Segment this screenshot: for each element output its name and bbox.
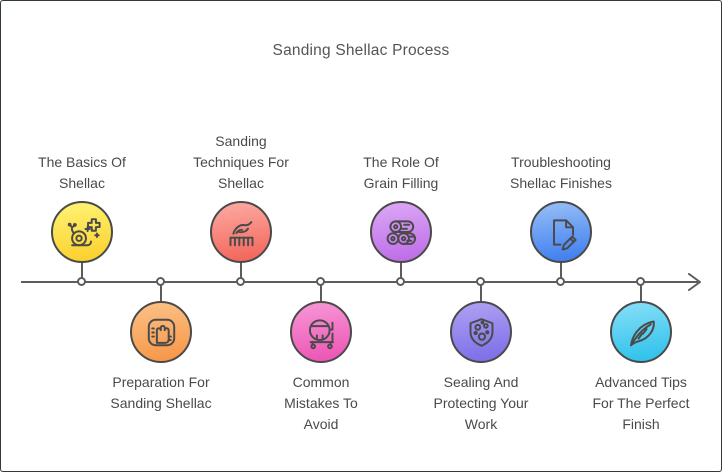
node-connector: [400, 262, 402, 282]
timeline-dot: [476, 277, 485, 286]
timeline-node: Preparation For Sanding Shellac: [81, 1, 241, 471]
node-label: The Basics Of Shellac: [38, 154, 126, 191]
snail-plus-icon: [64, 214, 101, 251]
node-connector: [81, 262, 83, 282]
node-label: Preparation For Sanding Shellac: [110, 374, 212, 411]
node-connector: [560, 262, 562, 282]
node-label: Sanding Techniques For Shellac: [193, 133, 289, 191]
hand-sanding-pad-icon: [143, 314, 180, 351]
node-circle: [610, 301, 672, 363]
timeline-dot: [77, 277, 86, 286]
page-title: Sanding Shellac Process: [272, 42, 450, 59]
timeline-node: The Basics Of Shellac: [2, 1, 162, 471]
document-pencil-icon: [543, 214, 580, 251]
timeline-dot: [396, 277, 405, 286]
timeline-dot: [156, 277, 165, 286]
node-label: The Role Of Grain Filling: [363, 154, 439, 191]
node-circle: [290, 301, 352, 363]
timeline-node: Sanding Techniques For Shellac: [161, 1, 321, 471]
node-connector: [240, 262, 242, 282]
shield-dots-icon: [463, 314, 500, 351]
hand-comb-icon: [223, 214, 260, 251]
timeline-line: [21, 281, 698, 283]
timeline-node: Sealing And Protecting Your Work: [401, 1, 561, 471]
node-connector: [640, 282, 642, 302]
node-circle: [370, 201, 432, 263]
cement-mixer-icon: [303, 314, 340, 351]
node-connector: [160, 282, 162, 302]
timeline-dot: [636, 277, 645, 286]
node-label: Sealing And Protecting Your Work: [433, 374, 529, 432]
wood-logs-icon: [383, 214, 420, 251]
timeline-dot: [556, 277, 565, 286]
feather-icon: [623, 314, 660, 351]
timeline-dot: [236, 277, 245, 286]
timeline-node: The Role Of Grain Filling: [321, 1, 481, 471]
node-circle: [51, 201, 113, 263]
node-circle: [530, 201, 592, 263]
timeline-dot: [316, 277, 325, 286]
node-label: Troubleshooting Shellac Finishes: [510, 154, 612, 191]
node-circle: [130, 301, 192, 363]
node-label: Advanced Tips For The Perfect Finish: [592, 374, 690, 432]
node-label: Common Mistakes To Avoid: [284, 374, 358, 432]
node-circle: [450, 301, 512, 363]
timeline-node: Common Mistakes To Avoid: [241, 1, 401, 471]
timeline-node: Advanced Tips For The Perfect Finish: [561, 1, 721, 471]
node-connector: [320, 282, 322, 302]
right-arrow-icon: [688, 273, 701, 291]
node-connector: [480, 282, 482, 302]
timeline-node: Troubleshooting Shellac Finishes: [481, 1, 641, 471]
node-circle: [210, 201, 272, 263]
